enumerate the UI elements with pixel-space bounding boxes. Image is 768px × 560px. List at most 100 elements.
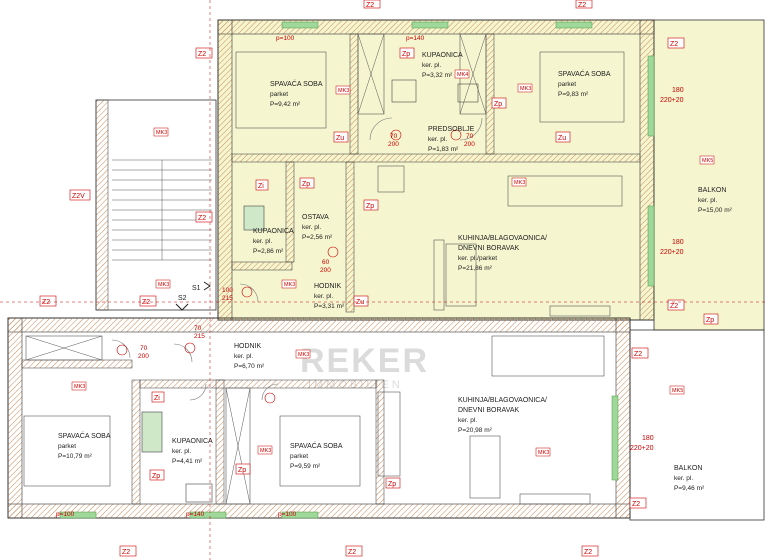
room-floor: parket [290, 453, 308, 460]
svg-text:MK3: MK3 [74, 384, 85, 390]
tag-z2: Z2 [667, 299, 685, 311]
svg-text:MK4: MK4 [457, 72, 468, 78]
room-area: P=6,70 m² [234, 363, 265, 370]
svg-text:Zp: Zp [388, 481, 396, 488]
svg-text:Zp: Zp [238, 467, 246, 474]
marker-mk3: MK3 [295, 349, 311, 359]
room-bedroom-upper-left: SPAVAĆA SOBA parket P=9,42 m² [270, 79, 323, 108]
room-area: P=10,79 m² [58, 453, 93, 460]
section-label: S2 [178, 295, 187, 302]
dim-door-height: 200 [388, 141, 399, 148]
dim-window: 180 [672, 239, 684, 246]
staircase [95, 99, 217, 311]
dim-door-width: 70 [194, 325, 202, 332]
room-floor: ker. pl. [253, 238, 272, 245]
watermark-title: REKER [300, 342, 429, 380]
dimensions: p=100 p=140 70 200 70 200 60 200 100 215… [56, 35, 684, 518]
room-bedroom-lower-left: SPAVAĆA SOBA parket P=10,79 m² [58, 431, 111, 460]
room-hallway-mid: HODNIK ker. pl. P=3,31 m² [314, 283, 345, 310]
marker-mk3: MK3 [335, 85, 351, 95]
room-bedroom-upper-right: SPAVAĆA SOBA parket P=9,83 m² [558, 69, 611, 98]
svg-text:MK3: MK3 [520, 86, 531, 92]
tag-zp: Zp [399, 47, 415, 59]
room-bathroom-upper: KUPAONICA ker. pl. P=3,32 m² [422, 52, 463, 79]
dim-door-width: 100 [222, 287, 233, 294]
section-markers: S1 S2 [175, 281, 211, 311]
floor-markers: MK3 MK4 MK3 MK3 MK5 MK3 MK3 MK3 MK3 MK5 … [71, 69, 715, 457]
svg-text:MK5: MK5 [702, 158, 713, 164]
dim-door-width: 70 [390, 133, 398, 140]
room-name: KUHINJA/BLAGOVAONICA/ [458, 397, 547, 404]
svg-text:Z2: Z2 [578, 2, 586, 9]
room-area: P=9,42 m² [270, 101, 301, 108]
room-name-line2: DNEVNI BORAVAK [458, 407, 520, 414]
dim-window: 180 [642, 435, 654, 442]
room-balcony-lower: BALKON ker. pl. P=9,46 m² [674, 465, 705, 492]
svg-text:MK5: MK5 [672, 388, 683, 394]
tag-z2: Z2 [39, 295, 57, 307]
svg-text:Z2: Z2 [198, 215, 206, 222]
svg-text:MK3: MK3 [156, 130, 167, 136]
svg-text:Zu: Zu [558, 135, 566, 142]
room-area: P=2,86 m² [253, 248, 284, 255]
room-floor: ker. pl. [674, 475, 693, 482]
svg-text:Z2V: Z2V [72, 193, 85, 200]
dim-parapet: p=100 [276, 35, 295, 42]
marker-mk4: MK4 [454, 69, 470, 79]
tag-zi: Zi [151, 391, 165, 403]
svg-text:Zu: Zu [356, 299, 364, 306]
room-floor: ker. pl. [428, 136, 447, 143]
svg-text:Zp: Zp [302, 181, 310, 188]
room-hallway-lower: HODNIK ker. pl. P=6,70 m² [234, 343, 265, 370]
room-area: P=21,86 m² [458, 265, 493, 272]
room-name-line2: DNEVNI BORAVAK [458, 245, 520, 252]
tag-zp: Zp [491, 97, 507, 109]
room-name: SPAVAĆA SOBA [270, 79, 323, 88]
dim-parapet: p=140 [186, 511, 205, 518]
svg-text:Z2: Z2 [670, 41, 678, 48]
svg-text:Z2: Z2 [142, 299, 150, 306]
room-floor: ker. pl. [698, 197, 717, 204]
room-area: P=3,31 m² [314, 303, 345, 310]
marker-mk5: MK5 [669, 385, 685, 395]
room-area: P=9,46 m² [674, 485, 705, 492]
marker-mk3: MK3 [257, 445, 273, 455]
marker-mk3: MK3 [511, 177, 527, 187]
svg-text:Z2: Z2 [632, 501, 640, 508]
tag-zu: Zu [353, 295, 369, 307]
tag-z2: Z2 [195, 211, 213, 223]
svg-text:MK3: MK3 [514, 180, 525, 186]
room-name: SPAVAĆA SOBA [558, 69, 611, 78]
marker-mk5: MK5 [699, 155, 715, 165]
dim-window: 220+20 [630, 445, 654, 452]
tag-z2: Z2 [581, 545, 599, 557]
svg-text:Zp: Zp [152, 473, 160, 480]
room-area: P=2,56 m² [302, 234, 333, 241]
marker-mk3: MK3 [153, 127, 169, 137]
dim-door-width: 60 [322, 259, 330, 266]
svg-text:Zu: Zu [336, 135, 344, 142]
svg-text:Zp: Zp [402, 51, 410, 58]
svg-text:Z2: Z2 [42, 299, 50, 306]
dim-parapet: p=100 [56, 511, 75, 518]
tag-z2: Z2 [345, 545, 363, 557]
room-floor: parket [58, 443, 76, 450]
room-name: KUPAONICA [172, 438, 213, 445]
room-area: P=3,32 m² [422, 72, 453, 79]
room-name: PREDSOBLJE [428, 126, 475, 133]
tag-z2v: Z2V [69, 189, 91, 201]
svg-text:Z2: Z2 [122, 549, 130, 556]
room-bathroom-mid: KUPAONICA ker. pl. P=2,86 m² [253, 228, 294, 255]
room-name: KUHINJA/BLAGOVAONICA/ [458, 235, 547, 242]
tag-zu: Zu [333, 131, 349, 143]
upper-apartment [217, 19, 765, 331]
tag-z2: Z2 [575, 0, 593, 9]
room-name: BALKON [674, 465, 702, 472]
room-name: BALKON [698, 187, 726, 194]
room-area: P=15,00 m² [698, 207, 733, 214]
dim-window: 180 [672, 87, 684, 94]
room-name: KUPAONICA [422, 52, 463, 59]
room-name: OSTAVA [302, 214, 329, 221]
lower-apartment [7, 317, 765, 521]
